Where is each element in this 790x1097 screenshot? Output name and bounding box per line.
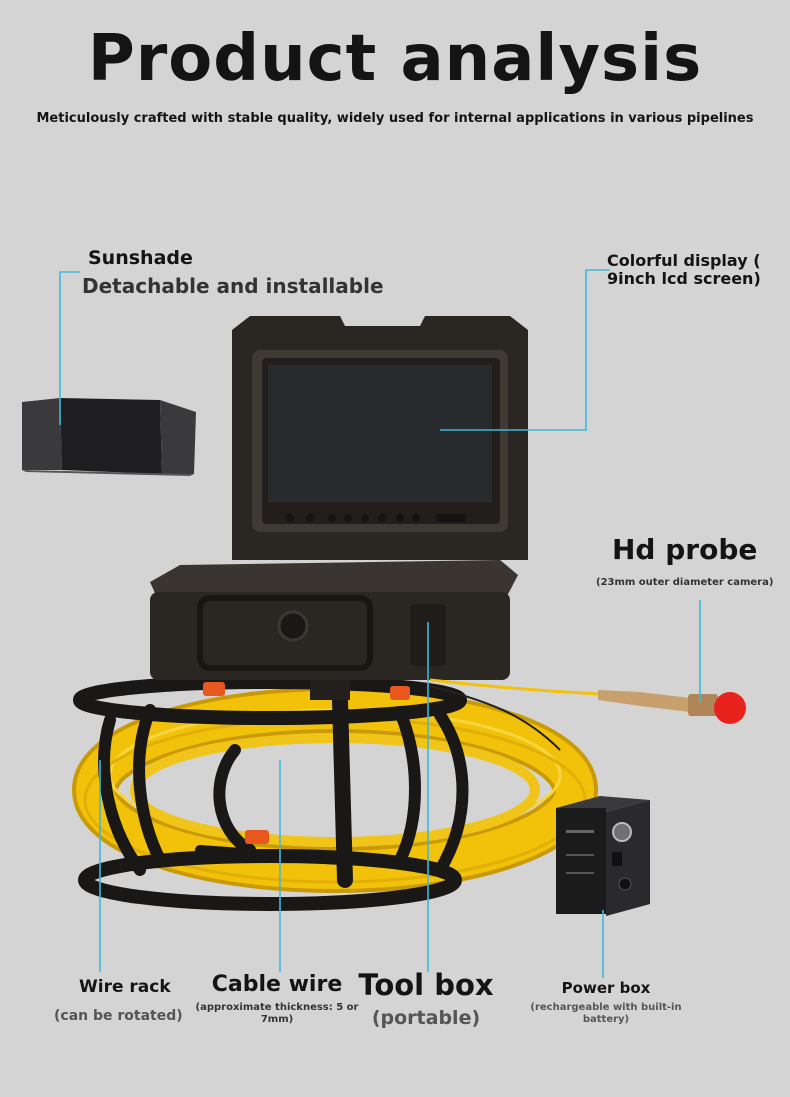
cable-wire-title: Cable wire xyxy=(211,972,343,997)
tool-box-subtitle: (portable) xyxy=(371,1007,481,1029)
power-box-title: Power box xyxy=(561,979,651,997)
sunshade-image xyxy=(22,398,196,476)
display-title-line1: Colorful display ( xyxy=(607,251,761,270)
probe-subtitle: (23mm outer diameter camera) xyxy=(596,577,774,588)
wire-rack-title: Wire rack xyxy=(79,977,171,997)
cable-wire-subtitle: (approximate thickness: 5 or 7mm) xyxy=(195,1002,359,1025)
display-title-line2: 9inch lcd screen) xyxy=(607,269,761,288)
probe-image xyxy=(429,678,746,751)
wire-rack-image xyxy=(73,675,469,911)
power-box-subtitle: (rechargeable with built-in battery) xyxy=(530,1002,682,1025)
tool-box-title: Tool box xyxy=(358,968,494,1002)
power-box-image xyxy=(556,796,650,916)
wire-rack-subtitle: (can be rotated) xyxy=(54,1008,183,1024)
tool-box-image xyxy=(150,316,528,700)
probe-title: Hd probe xyxy=(612,533,758,566)
page-subtitle: Meticulously crafted with stable quality… xyxy=(36,111,754,126)
sunshade-subtitle: Detachable and installable xyxy=(82,274,384,298)
page-title: Product analysis xyxy=(87,22,703,96)
sunshade-title: Sunshade xyxy=(88,247,193,269)
leader-lines xyxy=(59,269,701,978)
